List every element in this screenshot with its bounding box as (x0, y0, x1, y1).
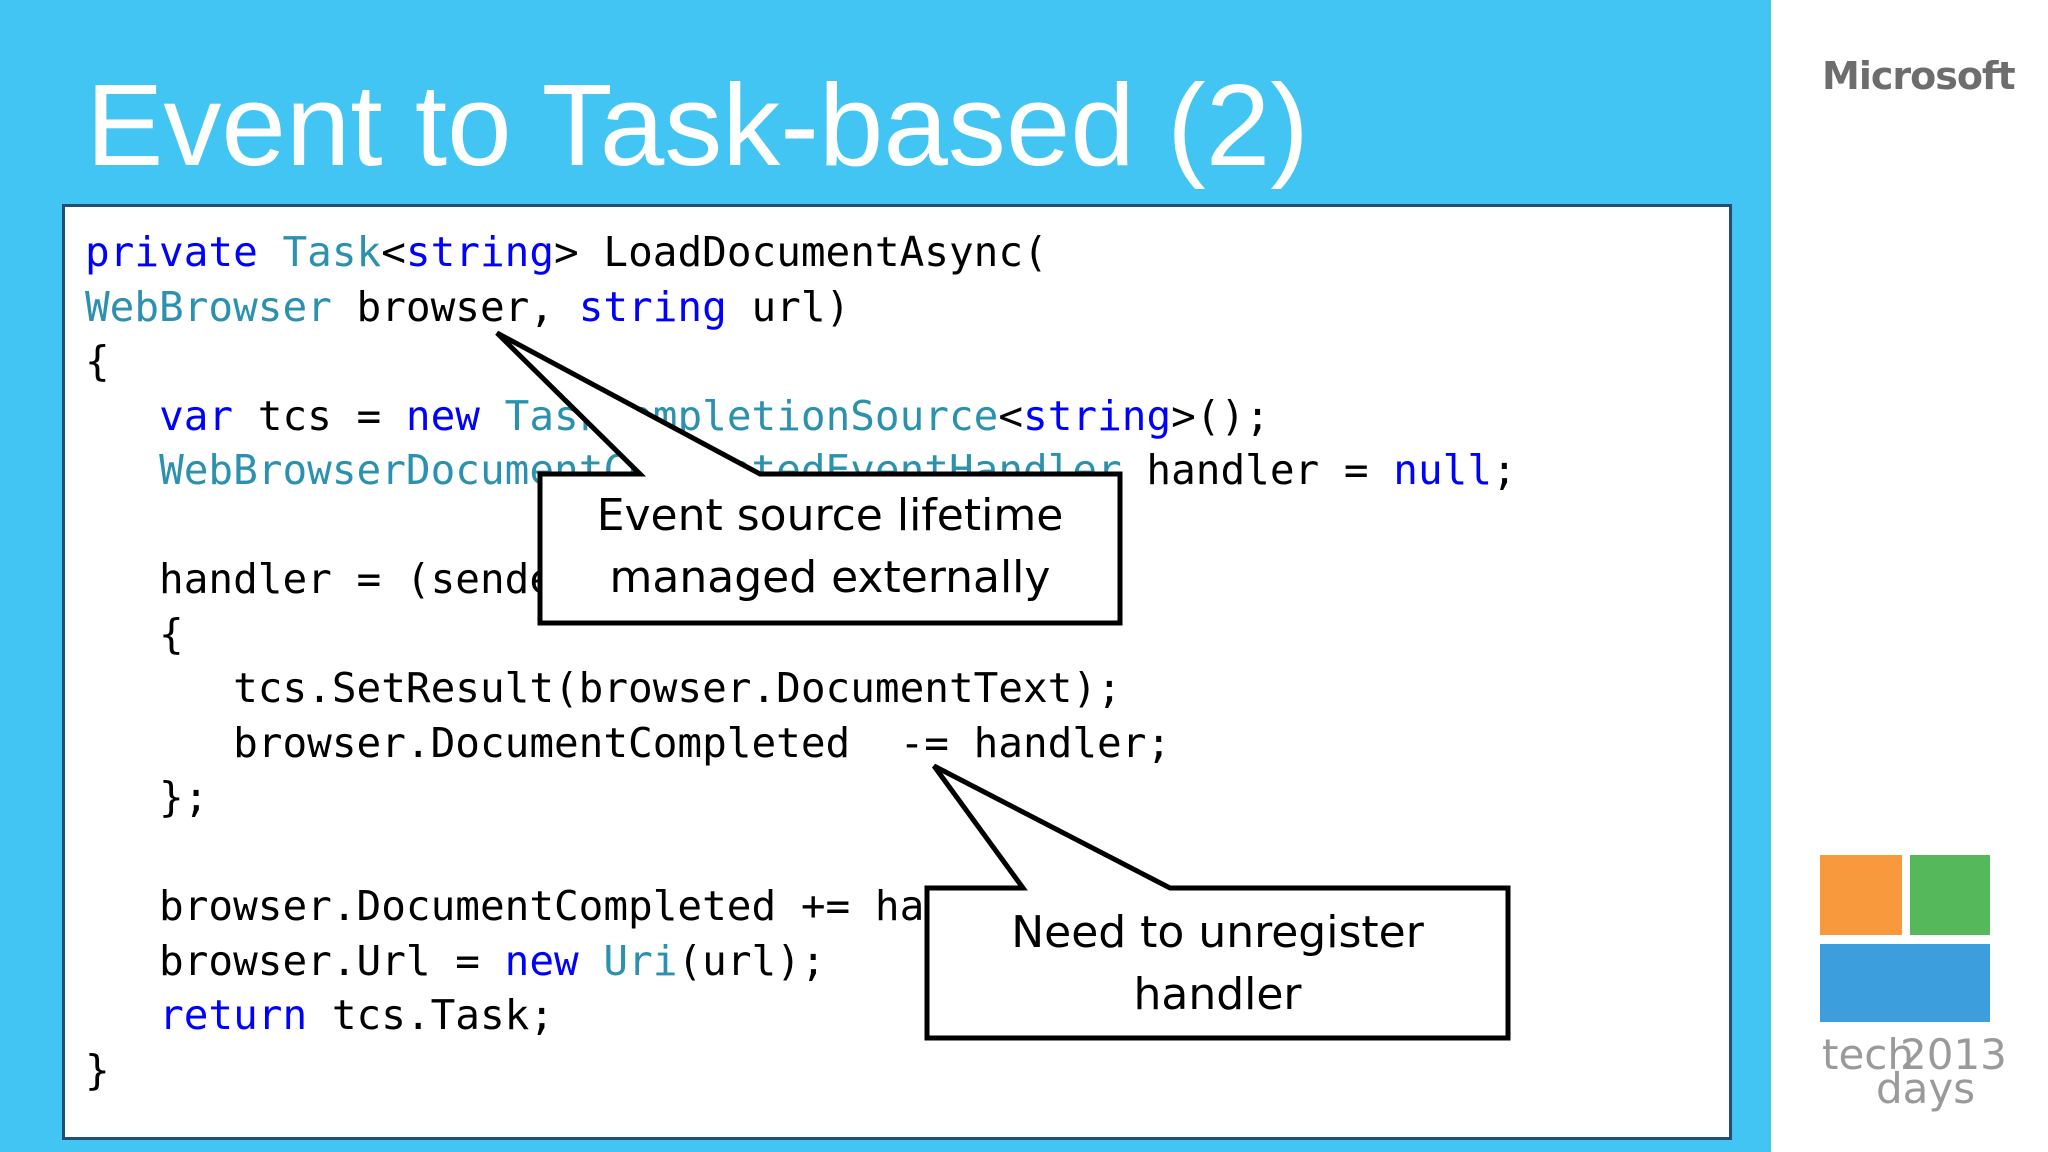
code-keyword: string (405, 228, 555, 276)
code-text: { (85, 610, 184, 658)
code-text: browser.Url = (85, 937, 505, 985)
code-text: }; (85, 773, 209, 821)
techdays-logo-tech: tech (1822, 1030, 1915, 1079)
techdays-logo-days: days (1876, 1064, 1976, 1113)
code-keyword: var (159, 392, 234, 440)
techdays-logo-year: 2013 (1900, 1030, 2007, 1079)
code-keyword: null (1393, 446, 1493, 494)
code-text: >(); (1171, 392, 1270, 440)
code-line: private Task<string> LoadDocumentAsync( (85, 225, 1048, 280)
code-line: WebBrowser browser, string url) (85, 280, 850, 335)
code-text: url) (726, 283, 851, 331)
code-line: { (85, 334, 110, 389)
slide-title: Event to Task-based (2) (86, 60, 1309, 190)
code-line: browser.DocumentCompleted -= handler; (85, 716, 1171, 771)
code-text: < (998, 392, 1024, 440)
code-line: } (85, 1043, 110, 1098)
logo-tile-green (1910, 855, 1990, 935)
code-line: }; (85, 770, 208, 825)
logo-tile-blue (1820, 944, 1990, 1022)
code-text: handler = (1121, 446, 1394, 494)
code-text: ; (1492, 446, 1517, 494)
callout-text-unregister-handler: Need to unregister handler (1011, 907, 1424, 1020)
code-line: return tcs.Task; (85, 988, 554, 1043)
code-keyword: new (504, 937, 579, 985)
code-type: Task (282, 228, 382, 276)
code-text: (url); (677, 937, 826, 985)
code-text: { (85, 337, 110, 385)
code-line: tcs.SetResult(browser.DocumentText); (85, 661, 1122, 716)
callout-balloon-1 (495, 330, 1123, 626)
callout-text-event-source-lifetime: Event source lifetime managed externally (596, 490, 1064, 603)
code-text: tcs.Task; (307, 991, 555, 1039)
slide-stage: Event to Task-based (2) private Task<str… (0, 0, 1771, 1152)
code-text: tcs = (233, 392, 406, 440)
code-keyword: return (159, 991, 308, 1039)
code-text: < (381, 228, 406, 276)
code-text: browser.DocumentCompleted -= handler; (85, 719, 1172, 767)
code-keyword: new (405, 392, 480, 440)
callout-balloon-2 (924, 763, 1511, 1041)
code-line: browser.Url = new Uri(url); (85, 934, 826, 989)
code-keyword: string (1023, 392, 1172, 440)
code-keyword: private (85, 228, 283, 276)
code-text: browser, (331, 283, 579, 331)
code-line: { (85, 607, 184, 662)
code-type: Uri (603, 937, 678, 985)
code-keyword: string (578, 283, 727, 331)
code-text: tcs.SetResult(browser.DocumentText); (85, 664, 1122, 712)
code-text: } (85, 1046, 110, 1094)
code-text: > LoadDocumentAsync( (554, 228, 1048, 276)
microsoft-logo: Microsoft (1822, 54, 2016, 98)
logo-tile-orange (1820, 855, 1902, 935)
code-type: WebBrowser (85, 283, 332, 331)
